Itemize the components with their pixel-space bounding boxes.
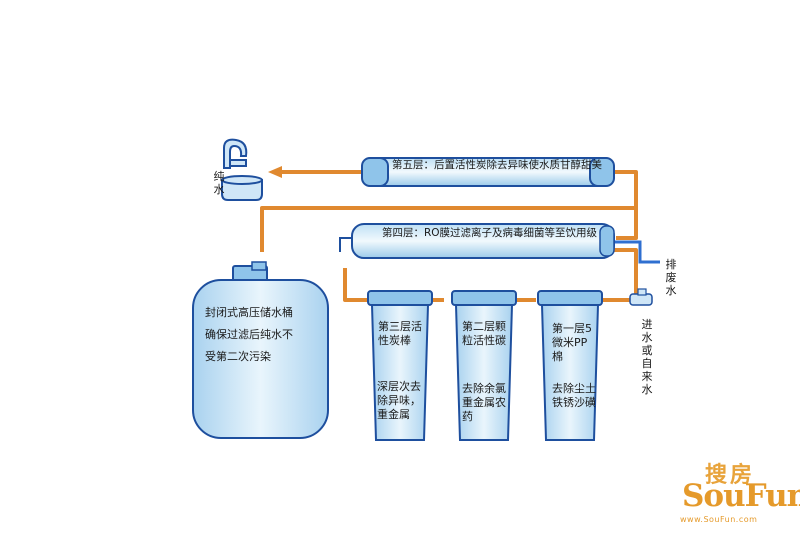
pressure-tank xyxy=(192,261,329,439)
layer5-cartridge xyxy=(361,157,615,187)
cartridge-1 xyxy=(537,290,603,441)
cartridge-2 xyxy=(451,290,517,441)
layer1-desc: 去除尘土铁锈沙磺 xyxy=(552,382,596,409)
waste-water-label: 排废水 xyxy=(665,258,677,297)
tank-line-3: 受第二次污染 xyxy=(205,350,271,363)
drain-pipe xyxy=(614,240,660,264)
layer1-title: 第一层5微米PP棉 xyxy=(552,322,592,363)
tank-line-1: 封闭式高压储水桶 xyxy=(205,306,293,319)
layer4-label: 第四层：RO膜过滤离子及病毒细菌等至饮用级 xyxy=(382,227,598,239)
layer2-desc: 去除余氯重金属农药 xyxy=(462,382,506,423)
pure-water-label: 纯水 xyxy=(213,170,225,196)
layer2-title: 第二层颗粒活性碳 xyxy=(462,320,506,347)
tank-description: 封闭式高压储水桶 确保过滤后纯水不 受第二次污染 xyxy=(205,302,325,368)
layer4-ro-membrane xyxy=(339,223,615,259)
watermark-logo: SouFun xyxy=(682,478,800,514)
inlet-water-label: 进水或自来水 xyxy=(641,318,653,396)
layer5-label: 第五层：后置活性炭除去异味使水质甘醇甜美 xyxy=(392,159,602,171)
layer3-desc: 深层次去除异味，重金属 xyxy=(377,380,421,421)
cartridge-3 xyxy=(367,290,433,441)
inlet-valve xyxy=(629,288,653,306)
watermark-cn: 搜房 xyxy=(705,462,756,488)
watermark-url: www.SouFun.com xyxy=(680,515,758,524)
tank-line-2: 确保过滤后纯水不 xyxy=(205,328,293,341)
layer3-title: 第三层活性炭棒 xyxy=(378,320,422,347)
faucet-icon xyxy=(221,138,263,201)
arrow-to-faucet xyxy=(268,166,282,178)
